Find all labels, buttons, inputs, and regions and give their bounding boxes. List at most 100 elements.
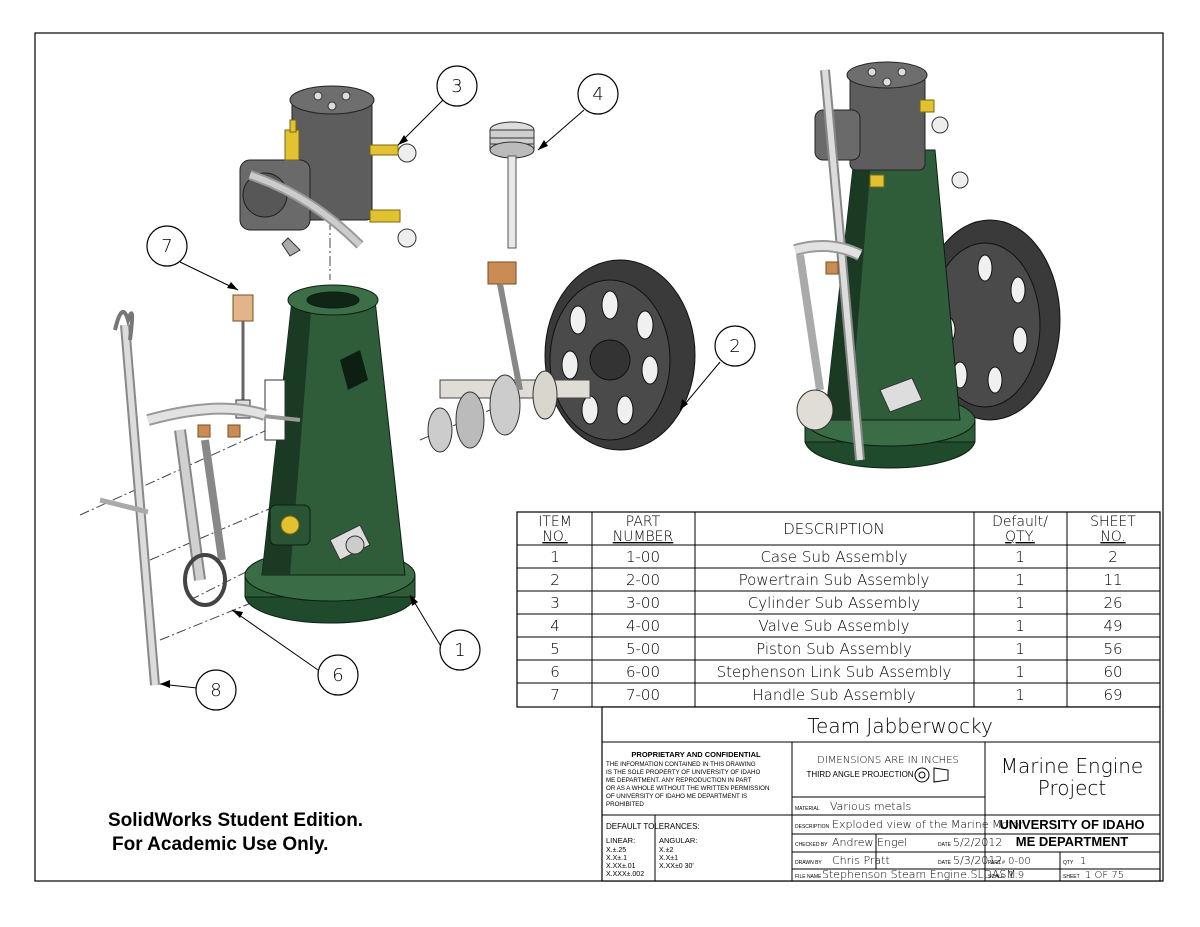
case-part bbox=[244, 284, 416, 624]
drawn-by-value: Chris Pratt bbox=[832, 854, 890, 867]
sheet-value: 1 OF 75 bbox=[1085, 870, 1124, 881]
bom-cell-description: Cylinder Sub Assembly bbox=[748, 594, 921, 612]
proprietary-line-3: ME DEPARTMENT. ANY REPRODUCTION IN PART bbox=[606, 777, 752, 784]
bom-cell-sheet-no: 11 bbox=[1103, 571, 1122, 589]
proprietary-line-2: IS THE SOLE PROPERTY OF UNIVERSITY OF ID… bbox=[606, 769, 760, 776]
bom-cell-part-number: 7-00 bbox=[626, 686, 660, 704]
bom-cell-qty: 1 bbox=[1015, 571, 1025, 589]
material-label: MATERIAL bbox=[795, 806, 820, 812]
watermark-line-2: For Academic Use Only. bbox=[112, 834, 328, 855]
bom-cell-qty: 1 bbox=[1015, 594, 1025, 612]
bom-cell-item-no: 3 bbox=[550, 594, 560, 612]
bill-of-materials: ITEM NO. PART NUMBER DESCRIPTION Default… bbox=[516, 511, 1161, 708]
valve-part bbox=[489, 121, 535, 249]
bom-header-part-2: NUMBER bbox=[613, 529, 674, 545]
angular-tol-3: X.XX±0 30' bbox=[659, 863, 694, 870]
bom-cell-part-number: 5-00 bbox=[626, 640, 660, 658]
proprietary-line-6: PROHIBITED bbox=[606, 801, 644, 808]
description-value: Exploded view of the Marine Motor bbox=[832, 818, 1024, 831]
bom-header-item-2: NO. bbox=[542, 529, 567, 545]
project-title-2: Project bbox=[1038, 776, 1106, 800]
tolerance-heading: DEFAULT TOLERANCES: bbox=[606, 822, 700, 831]
bom-cell-sheet-no: 49 bbox=[1103, 617, 1122, 635]
balloon-7: 7 bbox=[161, 236, 172, 257]
bom-cell-sheet-no: 60 bbox=[1103, 663, 1122, 681]
linear-tol-4: X.XXX±.002 bbox=[606, 871, 644, 878]
bom-cell-description: Valve Sub Assembly bbox=[759, 617, 910, 635]
material-value: Various metals bbox=[830, 800, 911, 813]
bom-cell-item-no: 6 bbox=[550, 663, 560, 681]
bom-cell-description: Case Sub Assembly bbox=[760, 548, 907, 566]
balloon-2: 2 bbox=[729, 336, 740, 357]
title-block: Team Jabberwocky PROPRIETARY AND CONFIDE… bbox=[601, 706, 1161, 882]
drawn-date-label: DATE bbox=[938, 860, 952, 866]
bom-cell-part-number: 4-00 bbox=[626, 617, 660, 635]
bom-cell-sheet-no: 26 bbox=[1103, 594, 1122, 612]
third-angle-projection-icon bbox=[914, 767, 949, 783]
angular-tol-1: X.±2 bbox=[659, 847, 673, 854]
balloon-6: 6 bbox=[332, 665, 343, 686]
drawn-by-label: DRAWN BY bbox=[795, 860, 822, 866]
cylinder-assembly-part bbox=[239, 85, 417, 257]
drawn-date-value: 5/3/2012 bbox=[953, 854, 1002, 867]
bom-header-sheet-1: SHEET bbox=[1090, 514, 1136, 530]
powertrain-part bbox=[427, 259, 696, 453]
linear-tol-3: X.XX±.01 bbox=[606, 863, 636, 870]
bom-cell-part-number: 1-00 bbox=[626, 548, 660, 566]
bom-header-item-1: ITEM bbox=[538, 514, 572, 530]
project-title-1: Marine Engine bbox=[1001, 754, 1143, 778]
linear-label: LINEAR: bbox=[606, 836, 635, 845]
bom-cell-qty: 1 bbox=[1015, 548, 1025, 566]
balloon-8: 8 bbox=[210, 680, 221, 701]
bom-cell-description: Piston Sub Assembly bbox=[756, 640, 912, 658]
proprietary-line-1: THE INFORMATION CONTAINED IN THIS DRAWIN… bbox=[606, 761, 756, 768]
bom-cell-part-number: 2-00 bbox=[626, 571, 660, 589]
bom-cell-item-no: 4 bbox=[550, 617, 560, 635]
linear-tol-2: X.X±.1 bbox=[606, 855, 627, 862]
checked-date-value: 5/2/2012 bbox=[953, 836, 1002, 849]
bom-header-description: DESCRIPTION bbox=[783, 520, 885, 538]
checked-by-label: CHECKED BY bbox=[795, 842, 828, 848]
bom-cell-qty: 1 bbox=[1015, 640, 1025, 658]
balloon-circles bbox=[146, 65, 756, 711]
description-label: DESCRIPTION bbox=[795, 824, 830, 830]
balloon-1: 1 bbox=[454, 640, 465, 661]
proprietary-heading: PROPRIETARY AND CONFIDENTIAL bbox=[631, 750, 761, 759]
bom-cell-sheet-no: 69 bbox=[1103, 686, 1122, 704]
bom-cell-sheet-no: 56 bbox=[1103, 640, 1122, 658]
balloon-4: 4 bbox=[592, 84, 603, 105]
scale-label: SCALE bbox=[988, 874, 1005, 880]
dimensions-note: DIMENSIONS ARE IN INCHES bbox=[817, 755, 959, 766]
sheet-label: SHEET bbox=[1063, 874, 1080, 880]
linkage-parts bbox=[99, 294, 301, 686]
projection-note: THIRD ANGLE PROJECTION bbox=[806, 770, 913, 779]
bom-cell-item-no: 5 bbox=[550, 640, 560, 658]
angular-tol-2: X.X±1 bbox=[659, 855, 678, 862]
proprietary-line-5: OF UNIVERSITY OF IDAHO ME DEPARTMENT IS bbox=[606, 793, 747, 800]
checked-date-label-visible: DATE bbox=[938, 842, 952, 848]
bom-cell-item-no: 1 bbox=[550, 548, 560, 566]
exploded-view bbox=[79, 85, 696, 686]
leader-arrowheads bbox=[160, 135, 688, 688]
bom-cell-item-no: 7 bbox=[550, 686, 560, 704]
file-name-label: FILE NAME bbox=[795, 874, 822, 880]
bom-header-qty-2: QTY. bbox=[1005, 529, 1035, 545]
angular-label: ANGULAR: bbox=[659, 836, 697, 845]
bom-header-part-1: PART bbox=[626, 514, 661, 530]
file-name-value: Stephenson Steam Engine.SLDASM bbox=[822, 868, 1016, 881]
checked-by-value: Andrew Engel bbox=[832, 836, 907, 849]
bom-cell-qty: 1 bbox=[1015, 617, 1025, 635]
bom-cell-description: Powertrain Sub Assembly bbox=[739, 571, 930, 589]
bom-cell-description: Handle Sub Assembly bbox=[752, 686, 915, 704]
university-line-1: UNIVERSITY OF IDAHO bbox=[1000, 817, 1145, 832]
bom-cell-part-number: 3-00 bbox=[626, 594, 660, 612]
team-name: Team Jabberwocky bbox=[807, 714, 993, 738]
qty-value: 1 bbox=[1080, 856, 1086, 867]
bom-cell-qty: 1 bbox=[1015, 686, 1025, 704]
sheet-border bbox=[34, 32, 1164, 882]
qty-label: QTY bbox=[1063, 860, 1074, 866]
bom-cell-qty: 1 bbox=[1015, 663, 1025, 681]
part-label: PART # bbox=[988, 860, 1005, 866]
